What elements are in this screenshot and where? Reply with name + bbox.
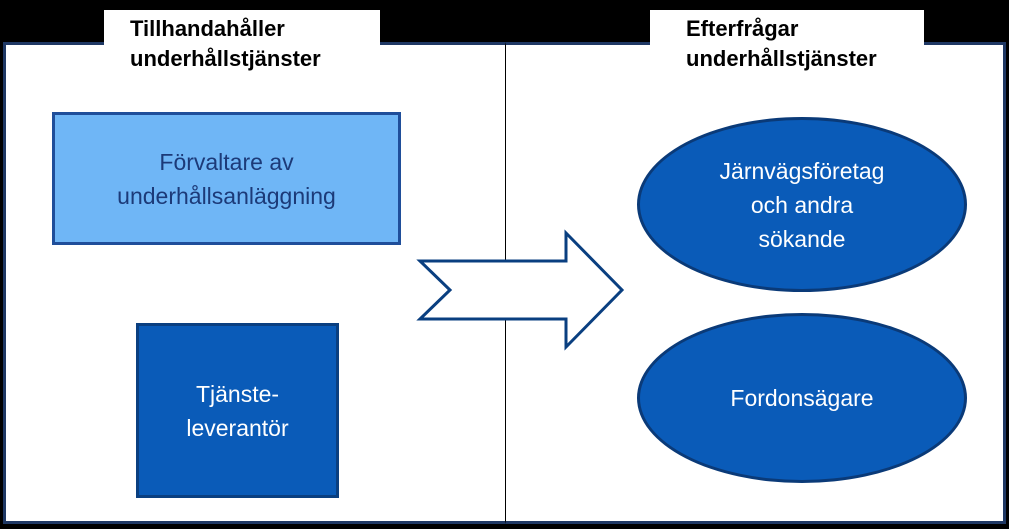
provider-heading: Tillhandahåller underhållstjänster xyxy=(104,10,380,71)
maintenance-facility-manager-box: Förvaltare av underhållsanläggning xyxy=(52,112,401,245)
railway-undertakings-ellipse: Järnvägsföretag och andra sökande xyxy=(637,117,967,292)
requester-heading: Efterfrågar underhållstjänster xyxy=(650,10,924,71)
provider-heading-line-1: Tillhandahåller xyxy=(130,16,285,41)
requester-heading-line-1: Efterfrågar xyxy=(686,16,799,41)
vehicle-owner-ellipse: Fordonsägare xyxy=(637,313,967,483)
railway-label-line-1: Järnvägsföretag xyxy=(719,157,885,184)
provider-heading-line-2: underhållstjänster xyxy=(130,46,321,71)
requester-heading-line-2: underhållstjänster xyxy=(686,46,877,71)
owner-label: Fordonsägare xyxy=(730,385,874,411)
railway-label-line-2: och andra xyxy=(750,191,854,218)
supplier-label-line-2: leverantör xyxy=(186,414,289,441)
manager-label-line-2: underhållsanläggning xyxy=(117,182,336,209)
railway-label-line-3: sökande xyxy=(758,225,846,252)
supplier-label-line-1: Tjänste- xyxy=(195,380,280,407)
manager-label-line-1: Förvaltare av xyxy=(159,148,294,175)
service-supplier-box: Tjänste- leverantör xyxy=(136,323,339,498)
